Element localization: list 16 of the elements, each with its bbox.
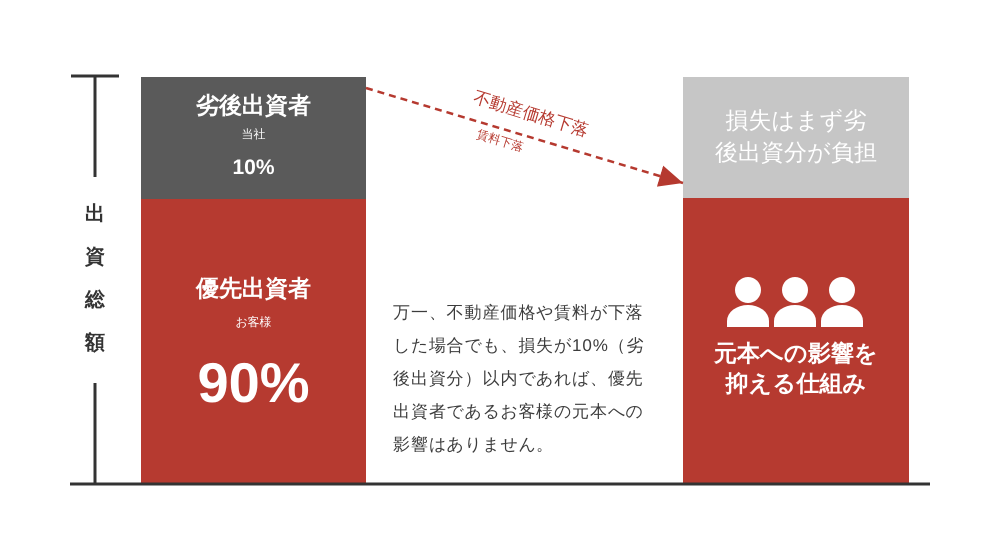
heading: 元本への影響を抑える仕組み: [713, 339, 879, 398]
heading: 劣後出資者: [196, 92, 311, 118]
arrow-caption: 賃料下落: [474, 126, 526, 156]
arrow: [366, 86, 684, 187]
bar-segment: [141, 77, 366, 199]
axis-label: 出資総額: [85, 202, 105, 356]
bar-segment: [683, 198, 909, 483]
subheading: お客様: [236, 316, 272, 330]
bar-segment: [683, 77, 909, 198]
body-text: 万一、不動産価格や賃料が下落した場合でも、損失が10%（劣後出資分）以内であれば、優先出資者であるお客様の元本への影響はありません。: [393, 302, 646, 456]
note-text: 損失はまず劣後出資分が負担: [714, 106, 878, 167]
heading: 優先出資者: [196, 274, 311, 302]
percentage: 10%: [232, 156, 275, 180]
subheading: 当社: [242, 128, 266, 142]
bar-segment: [141, 199, 366, 483]
percentage: 90%: [197, 350, 310, 416]
